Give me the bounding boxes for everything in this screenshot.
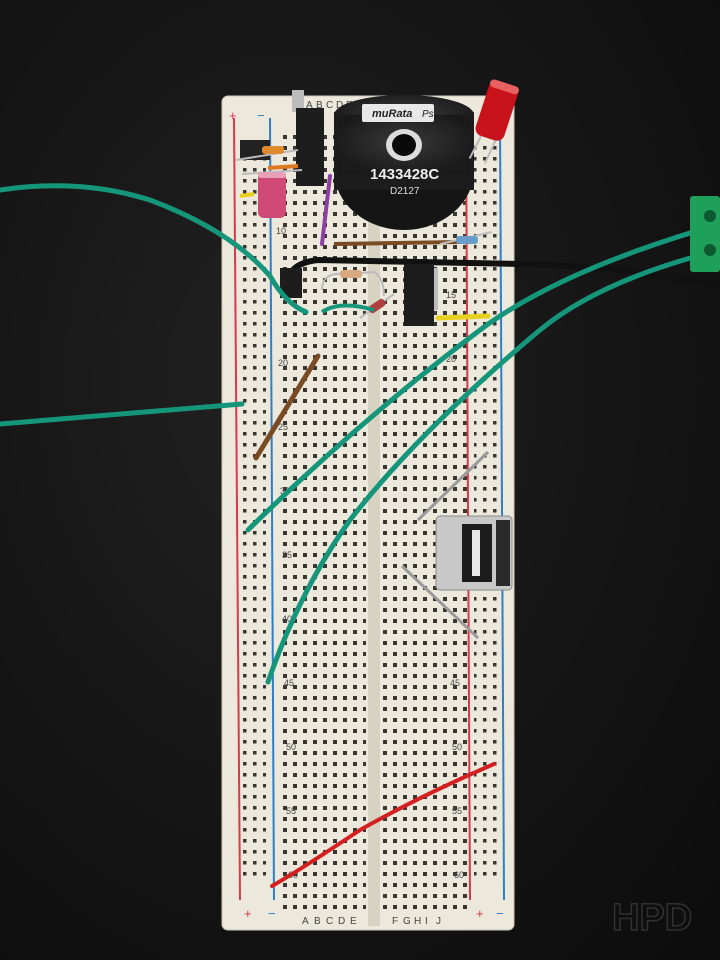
col-letter: C bbox=[326, 100, 333, 111]
yellow-wire bbox=[435, 313, 491, 321]
inductor: muRata Ps 1433428C D2127 bbox=[334, 95, 474, 230]
row-number: 50 bbox=[452, 742, 462, 752]
usb-lead bbox=[416, 450, 490, 522]
row-number: 60 bbox=[454, 870, 464, 880]
col-letter: H bbox=[414, 916, 421, 927]
inductor-date-code: D2127 bbox=[390, 186, 420, 197]
row-number: 20 bbox=[446, 354, 456, 364]
col-letter: G bbox=[403, 916, 411, 927]
row-number: 20 bbox=[278, 358, 288, 368]
row-number: 10 bbox=[276, 226, 286, 236]
yellow-short-wire bbox=[239, 192, 255, 198]
red-wire bbox=[270, 762, 496, 888]
green-wire-long-2 bbox=[265, 247, 720, 685]
inductor-brand-suffix: Ps bbox=[422, 109, 434, 120]
rail-plus-bottom-left: + bbox=[244, 906, 252, 921]
brown-wire-horizontal bbox=[333, 240, 461, 246]
col-letter: I bbox=[425, 916, 428, 927]
rail-minus-bottom-right: − bbox=[496, 906, 504, 921]
bottom-column-letters: A B C D E F G H I J bbox=[302, 916, 441, 927]
capacitor-small bbox=[258, 172, 286, 218]
green-wire-long-1 bbox=[245, 221, 720, 533]
row-number: 45 bbox=[450, 678, 460, 688]
capacitor-red bbox=[468, 79, 519, 164]
col-letter: B bbox=[316, 100, 323, 111]
transistor-top bbox=[292, 90, 324, 186]
row-number: 55 bbox=[286, 806, 296, 816]
green-wire-middle-left bbox=[0, 401, 245, 427]
green-wire-short bbox=[320, 303, 375, 314]
transistor-middle-right bbox=[404, 264, 438, 326]
col-letter: D bbox=[338, 916, 345, 927]
rail-minus-top-left: − bbox=[257, 108, 265, 123]
resistor-right bbox=[439, 231, 493, 245]
row-number: 45 bbox=[284, 678, 294, 688]
transistor-middle-left bbox=[280, 268, 302, 298]
usb-connector bbox=[435, 515, 513, 591]
rail-plus-bottom-right: + bbox=[476, 906, 484, 921]
col-letter: C bbox=[326, 916, 333, 927]
usb-lead bbox=[400, 564, 480, 640]
resistor-middle bbox=[321, 270, 385, 297]
row-number: 50 bbox=[286, 742, 296, 752]
col-letter: E bbox=[350, 916, 357, 927]
row-number: 35 bbox=[282, 550, 292, 560]
col-letter: A bbox=[306, 100, 313, 111]
green-wire-top-left bbox=[0, 183, 309, 315]
inductor-brand: muRata bbox=[372, 108, 412, 120]
terminal-block bbox=[690, 196, 720, 272]
col-letter: F bbox=[392, 916, 398, 927]
rail-plus-top-left: + bbox=[229, 108, 237, 123]
row-number: 55 bbox=[452, 806, 462, 816]
row-number: 25 bbox=[278, 422, 288, 432]
col-letter: D bbox=[336, 100, 343, 111]
rail-minus-bottom-left: − bbox=[268, 906, 276, 921]
col-letter: A bbox=[302, 916, 309, 927]
brown-wire-diagonal bbox=[253, 353, 321, 461]
purple-wire bbox=[320, 174, 332, 246]
orange-wire bbox=[267, 164, 299, 170]
row-number: 15 bbox=[446, 290, 456, 300]
watermark: HPD bbox=[612, 897, 692, 939]
inductor-part-number: 1433428C bbox=[370, 166, 439, 183]
row-number: 40 bbox=[282, 614, 292, 624]
col-letter: B bbox=[314, 916, 321, 927]
col-letter: J bbox=[436, 916, 441, 927]
row-numbers-right: 15 20 45 50 55 60 bbox=[446, 290, 464, 880]
